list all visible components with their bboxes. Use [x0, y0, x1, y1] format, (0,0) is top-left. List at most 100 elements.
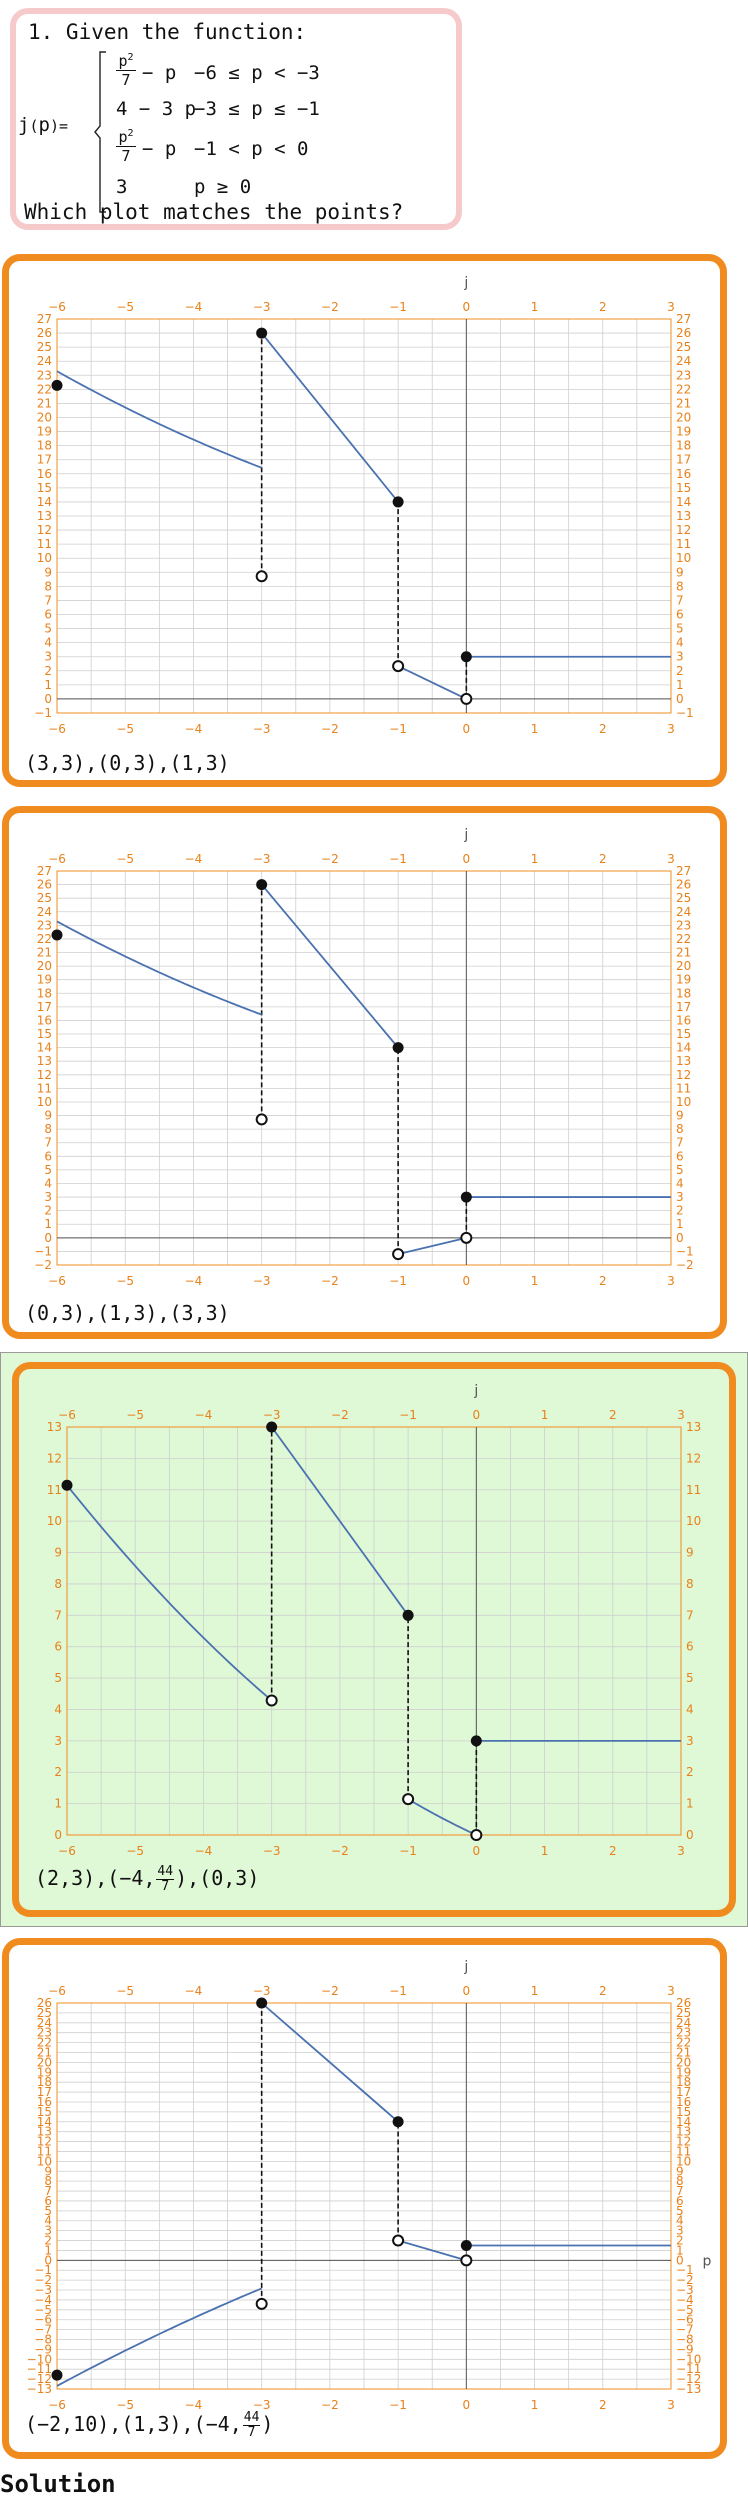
x-tick-label-top: −5: [126, 1408, 144, 1422]
piece-1-condition: −6 ≤ p < −3: [194, 62, 320, 84]
option-2-points: (0,3),(1,3),(3,3): [25, 1301, 230, 1325]
open-endpoint: [460, 2254, 473, 2267]
y-tick-label-right: −8: [676, 2333, 694, 2347]
function-segment: [397, 1236, 467, 1256]
open-endpoint: [392, 2234, 405, 2247]
function-var: p: [38, 114, 50, 136]
y-tick-label-left: −9: [34, 2342, 52, 2356]
y-tick-label-right: 7: [676, 2184, 684, 2198]
y-tick-label-left: 12: [37, 1068, 52, 1082]
y-tick-label-right: 24: [676, 905, 691, 919]
x-tick-label-bottom: 2: [609, 1844, 617, 1858]
y-tick-label-right: 9: [686, 1546, 694, 1560]
x-tick-label-bottom: 1: [541, 1844, 549, 1858]
y-tick-label-right: 16: [676, 1013, 691, 1027]
x-tick-label-top: 0: [463, 1984, 471, 1998]
y-tick-label-left: 17: [37, 453, 52, 467]
piece-1-fraction: p2 7: [116, 52, 136, 89]
y-tick-label-right: −7: [676, 2323, 694, 2337]
y-tick-label-left: −5: [34, 2303, 52, 2317]
x-tick-label-bottom: −3: [253, 2398, 271, 2412]
x-tick-label-top: −6: [48, 1984, 66, 1998]
y-tick-label-left: −6: [34, 2313, 52, 2327]
x-tick-label-bottom: 0: [463, 1274, 471, 1288]
y-tick-label-right: 6: [686, 1640, 694, 1654]
x-tick-label-top: −1: [389, 852, 407, 866]
y-tick-label-left: 6: [44, 2194, 52, 2208]
y-tick-label-right: 6: [676, 608, 684, 622]
option-2-plot: −6−6−5−5−4−4−3−3−2−2−1−100112233−2−2−1−1…: [34, 827, 694, 1288]
y-tick-label-left: 18: [37, 2075, 52, 2089]
piece-4-expr: 3: [116, 176, 128, 198]
y-tick-label-left: 9: [44, 1109, 52, 1123]
y-tick-label-left: 8: [44, 2174, 52, 2188]
option-1-points: (3,3),(0,3),(1,3): [25, 751, 230, 775]
piece-2-expr: 4 − 3 p: [116, 98, 197, 120]
y-tick-label-right: 5: [676, 2204, 684, 2218]
function-segment: [56, 920, 262, 1016]
x-tick-label-top: −4: [195, 1408, 213, 1422]
x-tick-label-top: 3: [667, 852, 675, 866]
x-tick-label-top: −4: [185, 852, 203, 866]
x-tick-label-bottom: 2: [599, 722, 607, 736]
x-tick-label-bottom: −2: [321, 722, 339, 736]
x-tick-label-top: −1: [389, 300, 407, 314]
y-tick-label-right: 0: [676, 2253, 684, 2267]
y-tick-label-right: 21: [676, 2045, 691, 2059]
y-tick-label-right: 18: [676, 439, 691, 453]
y-tick-label-left: 3: [44, 1190, 52, 1204]
y-tick-label-right: 23: [676, 2026, 691, 2040]
x-tick-label-top: 0: [473, 1408, 481, 1422]
x-tick-label-bottom: −4: [195, 1844, 213, 1858]
y-tick-label-right: 1: [676, 678, 684, 692]
y-tick-label-right: 20: [676, 959, 691, 973]
x-tick-label-top: 1: [531, 300, 539, 314]
x-tick-label-bottom: 3: [677, 1844, 685, 1858]
open-endpoint: [392, 660, 405, 673]
y-tick-label-right: 8: [676, 2174, 684, 2188]
y-tick-label-right: −1: [676, 2263, 694, 2277]
y-tick-label-left: 24: [37, 354, 52, 368]
open-endpoint: [402, 1793, 415, 1806]
y-tick-label-left: −1: [34, 2263, 52, 2277]
y-tick-label-left: 1: [44, 678, 52, 692]
y-tick-label-left: 3: [54, 1734, 62, 1748]
y-tick-label-right: 22: [676, 382, 691, 396]
x-tick-label-top: 1: [531, 1984, 539, 1998]
function-segment: [260, 332, 399, 503]
y-tick-label-left: 22: [37, 382, 52, 396]
function-segment: [261, 2002, 399, 2123]
y-tick-label-right: 3: [676, 1190, 684, 1204]
y-tick-label-left: 11: [47, 1483, 62, 1497]
y-tick-label-right: −2: [676, 1258, 694, 1272]
y-tick-label-left: 12: [37, 2135, 52, 2149]
x-axis-label: j: [473, 1383, 478, 1399]
x-tick-label-bottom: −1: [389, 1274, 407, 1288]
y-tick-label-left: 4: [54, 1702, 62, 1716]
y-tick-label-right: 1: [676, 1217, 684, 1231]
y-tick-label-right: 26: [676, 326, 691, 340]
x-tick-label-bottom: −6: [58, 1844, 76, 1858]
option-4-plot: −6−6−5−5−4−4−3−3−2−2−1−100112233−13−13−1…: [27, 1959, 712, 2412]
x-tick-label-top: −5: [116, 852, 134, 866]
plot-frame: [66, 1426, 682, 1836]
y-tick-label-left: 20: [37, 2055, 52, 2069]
y-tick-label-left: 24: [37, 905, 52, 919]
function-segment: [397, 665, 467, 700]
y-tick-label-left: 19: [37, 973, 52, 987]
problem-card: 1. Given the function: j(p)= p2 7 − p −6…: [10, 8, 462, 230]
y-tick-label-left: 11: [37, 537, 52, 551]
y-tick-label-left: 16: [37, 1013, 52, 1027]
y-tick-label-left: 1: [44, 1217, 52, 1231]
piecewise-brace: [94, 51, 106, 213]
x-tick-label-bottom: −4: [185, 1274, 203, 1288]
function-segment: [66, 1484, 273, 1702]
x-tick-label-bottom: −4: [185, 722, 203, 736]
y-tick-label-left: 6: [44, 1149, 52, 1163]
